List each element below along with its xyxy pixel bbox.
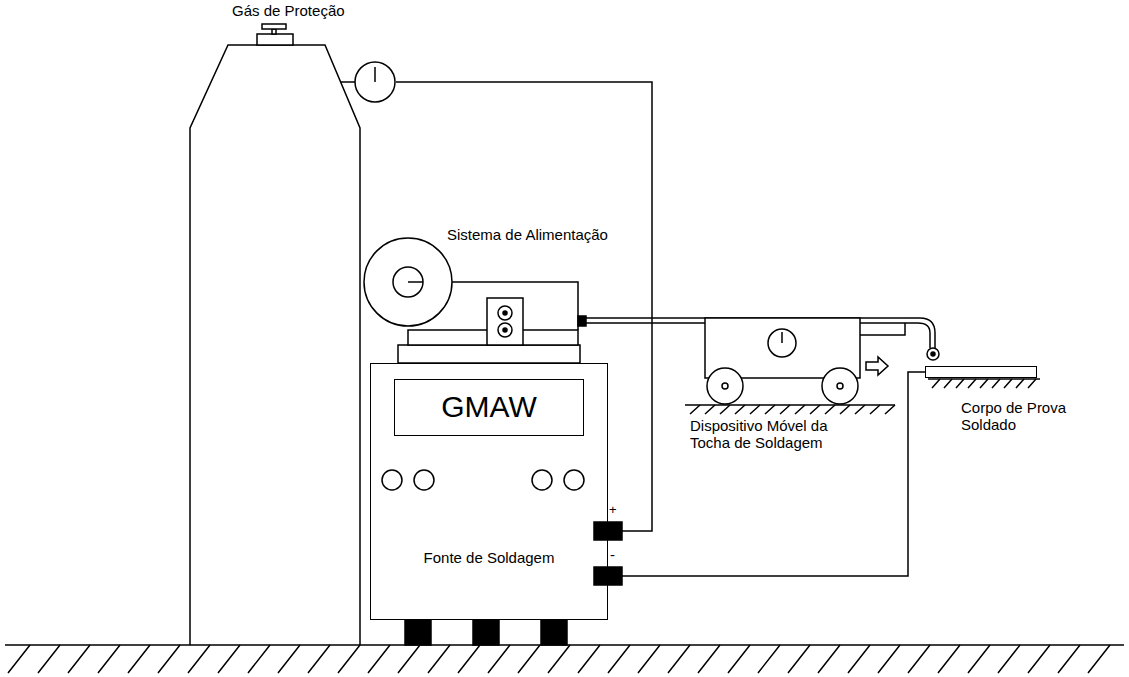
wire-connector bbox=[608, 372, 925, 576]
floor-drawing bbox=[5, 645, 1124, 673]
node-text: Gás de Proteção bbox=[232, 2, 382, 19]
node-text: Corpo de Prova Soldado bbox=[961, 399, 1076, 434]
gas-cylinder: Gás de Proteção bbox=[188, 0, 396, 645]
node-text: Fonte de Soldagem bbox=[371, 549, 607, 566]
node-text: GMAW bbox=[441, 390, 537, 425]
part-label: Dispositivo Móvel da Tocha de Soldagem bbox=[690, 417, 865, 452]
label-holder: Sistema de Alimentação bbox=[447, 226, 632, 243]
terminal-sign: - bbox=[610, 546, 624, 563]
label-holder: + bbox=[609, 503, 623, 518]
terminal-sign: + bbox=[609, 503, 623, 518]
part-label: Sistema de Alimentação bbox=[447, 226, 632, 243]
wire-feeder-drawing bbox=[364, 238, 586, 363]
label-holder: - bbox=[610, 546, 624, 563]
specimen-support-drawing bbox=[928, 379, 1040, 388]
welded-specimen: Corpo de Prova Soldado bbox=[925, 366, 1037, 378]
welding-power-source: Fonte de Soldagem GMAW bbox=[370, 363, 608, 620]
label-holder: Dispositivo Móvel da Tocha de Soldagem bbox=[690, 417, 865, 452]
torch-carriage-drawing bbox=[685, 318, 905, 414]
gmaw-display: GMAW bbox=[394, 379, 584, 436]
gas-cylinder-drawing bbox=[190, 24, 395, 645]
wire-connector bbox=[396, 82, 652, 531]
